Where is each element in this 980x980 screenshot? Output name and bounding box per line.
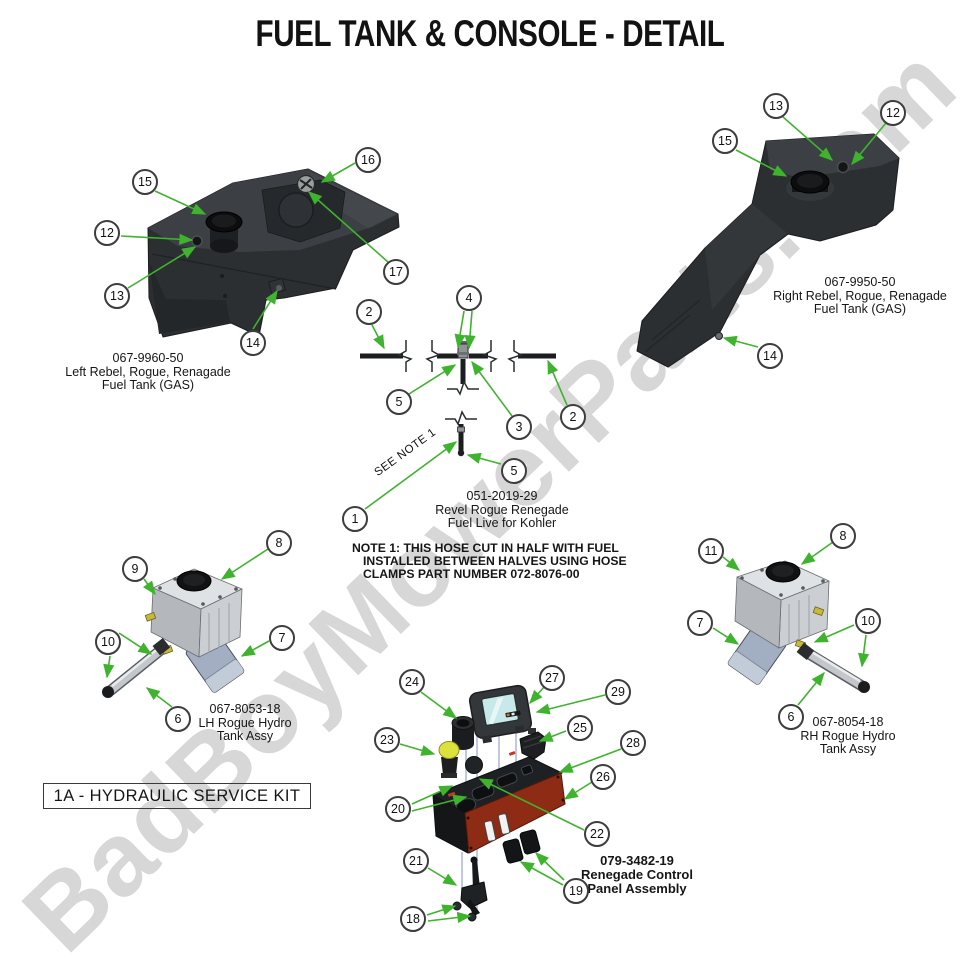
callout-11: 11 [698,538,724,564]
leader-arrows [103,116,887,924]
callout-8: 8 [830,523,856,549]
callout-7: 7 [269,625,295,651]
callout-17: 17 [383,259,409,285]
left-fuel-tank-illustration [147,168,400,338]
connector [519,728,547,760]
vent-port [191,235,203,247]
display-unit [468,684,533,744]
rh-hydro-tank-label: 067-8054-18 RH Rogue Hydro Tank Assy [800,715,896,756]
fuel-cap [786,170,834,201]
callout-15: 15 [132,169,158,195]
callout-23: 23 [374,727,400,753]
cup-recess [278,192,314,228]
right-fuel-tank-illustration [636,133,900,368]
callout-12: 12 [94,220,120,246]
callout-24: 24 [399,669,425,695]
callout-5: 5 [386,389,412,415]
callout-27: 27 [539,665,565,691]
choke-knob [438,741,460,778]
brass-fitting [144,612,157,622]
tank-fitting [715,332,723,340]
callout-16: 16 [355,147,381,173]
right-fuel-tank-label: 067-9950-50 Right Rebel, Rogue, Renagade… [773,275,947,316]
callout-26: 26 [590,764,616,790]
fuel-line-illustration [360,340,556,457]
callout-1: 1 [342,506,368,532]
callout-28: 28 [620,730,646,756]
control-panel-illustration [432,684,566,922]
callout-2: 2 [356,299,382,325]
callout-8: 8 [266,530,292,556]
fuel-cap [205,211,243,253]
callout-14: 14 [757,343,783,369]
callout-25: 25 [567,715,593,741]
callout-4: 4 [456,285,482,311]
tube-end-cap [102,686,114,698]
lh-hydro-tank-illustration [102,568,245,698]
left-fuel-tank-label: 067-9960-50 Left Rebel, Rogue, Renagade … [65,351,231,392]
control-panel-label: 079-3482-19 Renegade Control Panel Assem… [581,853,693,896]
hydro-cap [765,561,801,583]
callout-14: 14 [240,330,266,356]
callout-20: 20 [385,796,411,822]
callout-15: 15 [712,128,738,154]
fuel-line-label: 051-2019-29 Revel Rogue Renegade Fuel Li… [435,489,569,530]
callout-10: 10 [95,629,121,655]
rh-hydro-tank-illustration [727,560,870,693]
brass-fitting [812,606,825,616]
callout-29: 29 [605,679,631,705]
lever [460,856,488,916]
tank-fitting [268,277,286,295]
hydraulic-service-kit-box: 1A - HYDRAULIC SERVICE KIT [43,783,311,809]
callout-6: 6 [778,704,804,730]
callout-3: 3 [506,414,532,440]
callout-7: 7 [687,610,713,636]
panel-knob [465,756,483,774]
callout-12: 12 [880,100,906,126]
page-title: FUEL TANK & CONSOLE - DETAIL [255,13,725,54]
note-block: NOTE 1: THIS HOSE CUT IN HALF WITH FUEL … [352,541,627,581]
callout-19: 19 [563,878,589,904]
callout-2: 2 [560,404,586,430]
rollover-valve-icon [296,174,316,194]
lh-hydro-tank-label: 067-8053-18 LH Rogue Hydro Tank Assy [198,702,292,743]
tube-clamp [796,642,815,661]
callout-22: 22 [584,821,610,847]
callout-5: 5 [501,458,527,484]
bolt [467,912,477,922]
vent-port [836,160,850,174]
callout-18: 18 [400,906,426,932]
hydro-cap [176,570,212,592]
callout-6: 6 [165,706,191,732]
callout-13: 13 [763,93,789,119]
callout-10: 10 [855,608,881,634]
tube-end-cap [858,681,870,693]
tube-clamp [152,637,171,656]
callout-21: 21 [403,848,429,874]
ignition-switch [451,716,475,750]
callout-9: 9 [122,556,148,582]
callout-13: 13 [104,283,130,309]
